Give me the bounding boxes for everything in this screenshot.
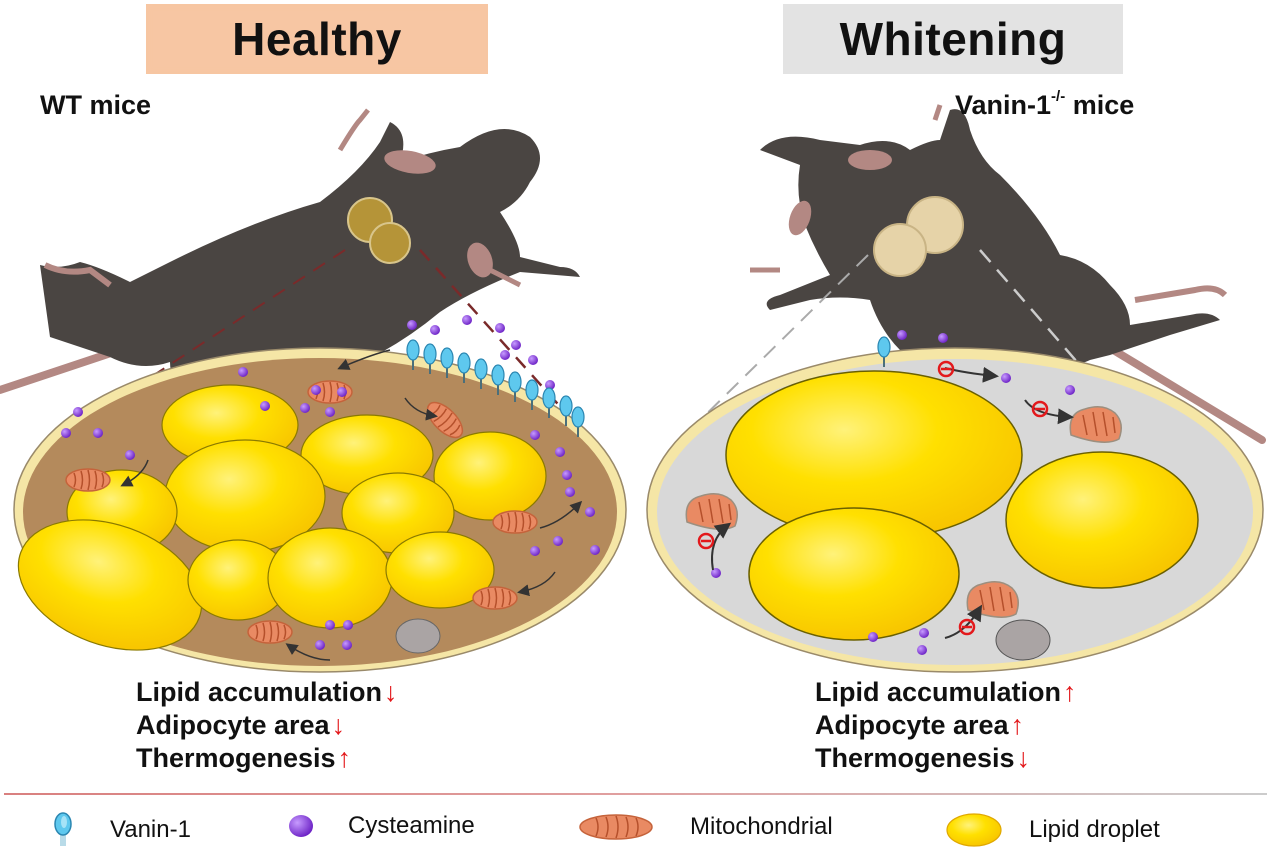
outcome-thermogenesis: Thermogenesis↑ [136, 742, 398, 775]
legend-item-cysteamine: Cysteamine [286, 812, 475, 840]
arrow-up-icon: ↑ [337, 743, 352, 773]
outcome-label: Thermogenesis [136, 743, 336, 773]
outcome-label: Thermogenesis [815, 743, 1015, 773]
vanin-1-icon [54, 812, 72, 846]
right-mouse [750, 104, 1228, 371]
outcome-label: Adipocyte area [136, 710, 330, 740]
arrow-up-icon: ↑ [1010, 710, 1025, 740]
right-mouse-tail [1101, 341, 1266, 444]
legend-item-mitochondrial: Mitochondrial [578, 812, 833, 842]
arrow-down-icon: ↓ [331, 710, 346, 740]
arrow-up-icon: ↑ [1063, 677, 1077, 707]
left-adipocyte-cell [13, 315, 627, 673]
legend-label: Cysteamine [348, 812, 475, 839]
right-adipocyte-cell [646, 330, 1264, 673]
ko-label-suffix: mice [1065, 90, 1135, 120]
legend-label: Mitochondrial [690, 813, 833, 840]
legend-item-vanin-1: Vanin-1 [52, 812, 191, 848]
outcome-lipid-accumulation: Lipid accumulation↑ [815, 676, 1077, 709]
outcome-adipocyte-area: Adipocyte area↓ [136, 709, 398, 742]
whitening-outcomes: Lipid accumulation↑ Adipocyte area↑ Ther… [815, 676, 1077, 775]
ko-label-main: Vanin-1 [955, 90, 1052, 120]
outcome-label: Lipid accumulation [815, 677, 1062, 707]
outcome-adipocyte-area: Adipocyte area↑ [815, 709, 1077, 742]
healthy-title: Healthy [146, 4, 488, 74]
legend-separator [4, 793, 1267, 795]
outcome-label: Adipocyte area [815, 710, 1009, 740]
whitening-title: Whitening [783, 4, 1123, 74]
lipid-droplet-icon [946, 813, 1002, 847]
mitochondrial-icon [579, 814, 653, 840]
outcome-lipid-accumulation: Lipid accumulation↓ [136, 676, 398, 709]
vanin1-ko-mice-label: Vanin-1-/- mice [955, 88, 1135, 121]
arrow-down-icon: ↓ [1016, 743, 1031, 773]
outcome-label: Lipid accumulation [136, 677, 383, 707]
wt-mice-label: WT mice [40, 90, 152, 120]
legend-label: Lipid droplet [1029, 816, 1160, 843]
cysteamine-icon [289, 815, 313, 837]
healthy-outcomes: Lipid accumulation↓ Adipocyte area↓ Ther… [136, 676, 398, 775]
left-mouse [40, 108, 580, 412]
legend-label: Vanin-1 [110, 816, 191, 843]
ko-label-sup: -/- [1051, 88, 1066, 105]
arrow-down-icon: ↓ [384, 677, 398, 707]
legend-item-lipid-droplet: Lipid droplet [945, 812, 1160, 848]
outcome-thermogenesis: Thermogenesis↓ [815, 742, 1077, 775]
